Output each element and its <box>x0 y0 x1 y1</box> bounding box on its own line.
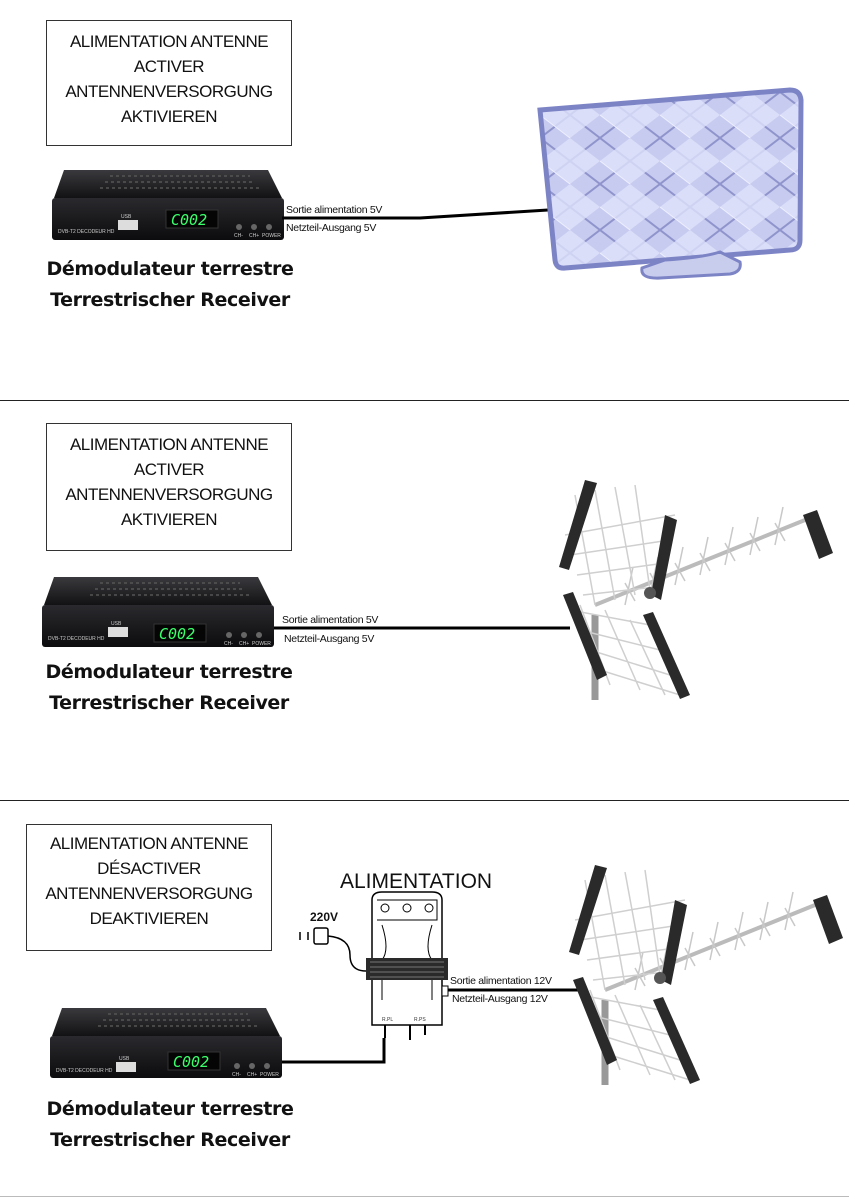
coax-cable-receiver <box>282 1038 386 1064</box>
caption-fr: Démodulateur terrestre <box>46 1098 294 1120</box>
power-input-label: 220V <box>310 910 338 924</box>
panel-antenna-power-activate-outdoor: ALIMENTATION ANTENNE ACTIVER ANTENNENVER… <box>0 400 849 800</box>
section-divider <box>0 800 849 801</box>
svg-text:USB: USB <box>111 621 122 627</box>
notice-de-line1: ANTENNENVERSORGUNG <box>65 82 273 101</box>
svg-text:CH+: CH+ <box>249 233 259 239</box>
cable-label-de: Netzteil-Ausgang 12V <box>452 993 548 1005</box>
svg-text:R.PS: R.PS <box>414 1017 426 1023</box>
power-supply-icon: ALIMENTATION 220V R.PL R.PS <box>299 870 492 1040</box>
svg-text:DVB-T2 DECODEUR HD: DVB-T2 DECODEUR HD <box>56 1068 113 1074</box>
receiver-display: C002 <box>173 1053 209 1071</box>
section-divider <box>0 400 849 401</box>
caption-de: Terrestrischer Receiver <box>50 1129 290 1151</box>
caption-de: Terrestrischer Receiver <box>50 289 290 311</box>
svg-text:POWER: POWER <box>260 1072 279 1078</box>
panel2-drawing: C002 DVB-T2 DECODEUR HD USB CH- CH+ POWE… <box>42 480 833 700</box>
usb-port-icon <box>118 220 138 230</box>
antenna-power-notice: ALIMENTATION ANTENNE ACTIVER ANTENNENVER… <box>46 20 292 146</box>
notice-de-line2: AKTIVIEREN <box>120 510 218 529</box>
receiver-icon: C002 DVB-T2 DECODEUR HD USB CH- CH+ POWE… <box>52 170 284 240</box>
panel3-drawing: ALIMENTATION 220V R.PL R.PS <box>50 865 843 1085</box>
svg-text:USB: USB <box>121 214 132 220</box>
power-supply-title: ALIMENTATION <box>340 870 492 893</box>
outdoor-yagi-antenna-icon <box>569 865 843 1085</box>
antenna-power-notice: ALIMENTATION ANTENNE ACTIVER ANTENNENVER… <box>46 423 292 551</box>
svg-text:CH+: CH+ <box>247 1072 257 1078</box>
coax-cable <box>282 208 549 220</box>
antenna-power-notice: ALIMENTATION ANTENNE DÉSACTIVER ANTENNEN… <box>26 824 272 951</box>
cable-label-de: Netzteil-Ausgang 5V <box>284 633 374 645</box>
svg-text:CH-: CH- <box>234 233 243 239</box>
receiver-caption: Démodulateur terrestre Terrestrischer Re… <box>30 1094 310 1156</box>
receiver-icon: C002 DVB-T2 DECODEUR HD USB CH- CH+ POWE… <box>42 577 274 647</box>
receiver-caption: Démodulateur terrestre Terrestrischer Re… <box>28 657 310 719</box>
notice-fr-line1: ALIMENTATION ANTENNE <box>69 435 269 454</box>
cable-label-de: Netzteil-Ausgang 5V <box>286 222 376 234</box>
notice-de-line2: AKTIVIEREN <box>120 107 218 126</box>
outdoor-yagi-antenna-icon <box>559 480 833 700</box>
svg-text:DVB-T2 DECODEUR HD: DVB-T2 DECODEUR HD <box>48 636 105 642</box>
receiver-caption: Démodulateur terrestre Terrestrischer Re… <box>30 254 310 316</box>
indoor-flat-antenna-icon <box>537 87 804 280</box>
cable-label-fr: Sortie alimentation 5V <box>282 614 378 626</box>
notice-fr-line1: ALIMENTATION ANTENNE <box>69 32 269 51</box>
svg-text:CH-: CH- <box>224 641 233 647</box>
svg-text:USB: USB <box>119 1056 130 1062</box>
receiver-icon: C002 DVB-T2 DECODEUR HD USB CH- CH+ POWE… <box>50 1008 282 1078</box>
caption-de: Terrestrischer Receiver <box>49 692 289 714</box>
svg-text:CH+: CH+ <box>239 641 249 647</box>
svg-text:POWER: POWER <box>252 641 271 647</box>
cable-label-fr: Sortie alimentation 12V <box>450 975 552 987</box>
notice-de-line1: ANTENNENVERSORGUNG <box>65 485 273 504</box>
svg-text:CH-: CH- <box>232 1072 241 1078</box>
cable-label-fr: Sortie alimentation 5V <box>286 204 382 216</box>
notice-de-line2: DEAKTIVIEREN <box>89 909 209 928</box>
notice-de-line1: ANTENNENVERSORGUNG <box>45 884 253 903</box>
usb-port-icon <box>116 1062 136 1072</box>
svg-text:POWER: POWER <box>262 233 281 239</box>
panel-antenna-power-deactivate-external-supply: ALIMENTATION ANTENNE DÉSACTIVER ANTENNEN… <box>0 800 849 1200</box>
notice-fr-line2: ACTIVER <box>133 57 205 76</box>
notice-fr-line2: DÉSACTIVER <box>97 859 201 878</box>
caption-fr: Démodulateur terrestre <box>46 258 294 280</box>
bottom-divider <box>0 1196 849 1197</box>
usb-port-icon <box>108 627 128 637</box>
svg-text:R.PL: R.PL <box>382 1017 393 1023</box>
notice-fr-line1: ALIMENTATION ANTENNE <box>49 834 249 853</box>
svg-text:DVB-T2 DECODEUR HD: DVB-T2 DECODEUR HD <box>58 229 115 235</box>
notice-fr-line2: ACTIVER <box>133 460 205 479</box>
receiver-display: C002 <box>171 211 207 229</box>
caption-fr: Démodulateur terrestre <box>45 661 293 683</box>
panel-antenna-power-activate-indoor: ALIMENTATION ANTENNE ACTIVER ANTENNENVER… <box>0 0 849 400</box>
receiver-display: C002 <box>159 625 195 643</box>
panel1-drawing: C002 DVB-T2 DECODEUR HD USB CH- CH+ POWE… <box>52 87 804 280</box>
